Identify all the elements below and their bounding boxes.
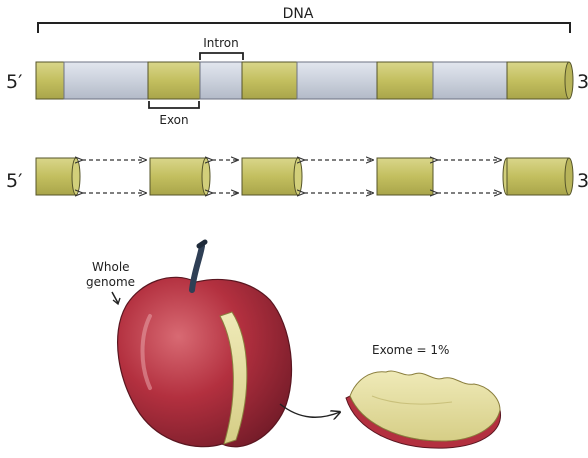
five-prime-bottom-label: 5′ xyxy=(6,170,22,192)
three-prime-top-label: 3 xyxy=(577,71,588,93)
exon-segment xyxy=(507,62,569,99)
strand-end-cap xyxy=(565,62,573,99)
whole-genome-label-line1: Whole xyxy=(92,260,130,274)
dna-strand xyxy=(36,62,573,99)
apple-stem-tip xyxy=(199,242,205,246)
three-prime-bottom-label: 3 xyxy=(577,170,588,192)
dna-label: DNA xyxy=(283,6,314,22)
exome-label: Exome = 1% xyxy=(372,343,449,357)
exon-cylinder xyxy=(150,158,206,195)
exon-cylinder xyxy=(36,158,76,195)
exon-cylinder xyxy=(507,158,569,195)
five-prime-top-label: 5′ xyxy=(6,71,22,93)
exon-segment xyxy=(36,62,64,99)
exon-cylinder-end xyxy=(72,158,80,195)
intron-bracket xyxy=(200,53,243,60)
intron-segment xyxy=(297,62,377,99)
intron-label: Intron xyxy=(203,36,238,50)
apple-slice-illustration xyxy=(346,371,501,448)
exon-segment xyxy=(148,62,200,99)
exon-segment xyxy=(242,62,297,99)
apple-illustration xyxy=(118,242,292,447)
exon-cylinder xyxy=(377,158,433,195)
exon-cylinder-end xyxy=(294,158,302,195)
exon-cylinder xyxy=(242,158,298,195)
intron-segment xyxy=(64,62,148,99)
whole-genome-label-line2: genome xyxy=(86,275,135,289)
intron-segment xyxy=(200,62,242,99)
exon-segment xyxy=(377,62,433,99)
exon-cylinder-end xyxy=(202,158,210,195)
exon-label: Exon xyxy=(159,113,188,127)
exon-bracket xyxy=(149,101,199,108)
spliced-exons xyxy=(36,158,573,195)
exon-cylinder-end xyxy=(565,158,573,195)
intron-segment xyxy=(433,62,507,99)
dna-bracket xyxy=(38,23,570,33)
genome-to-exome-arrow xyxy=(280,404,340,417)
